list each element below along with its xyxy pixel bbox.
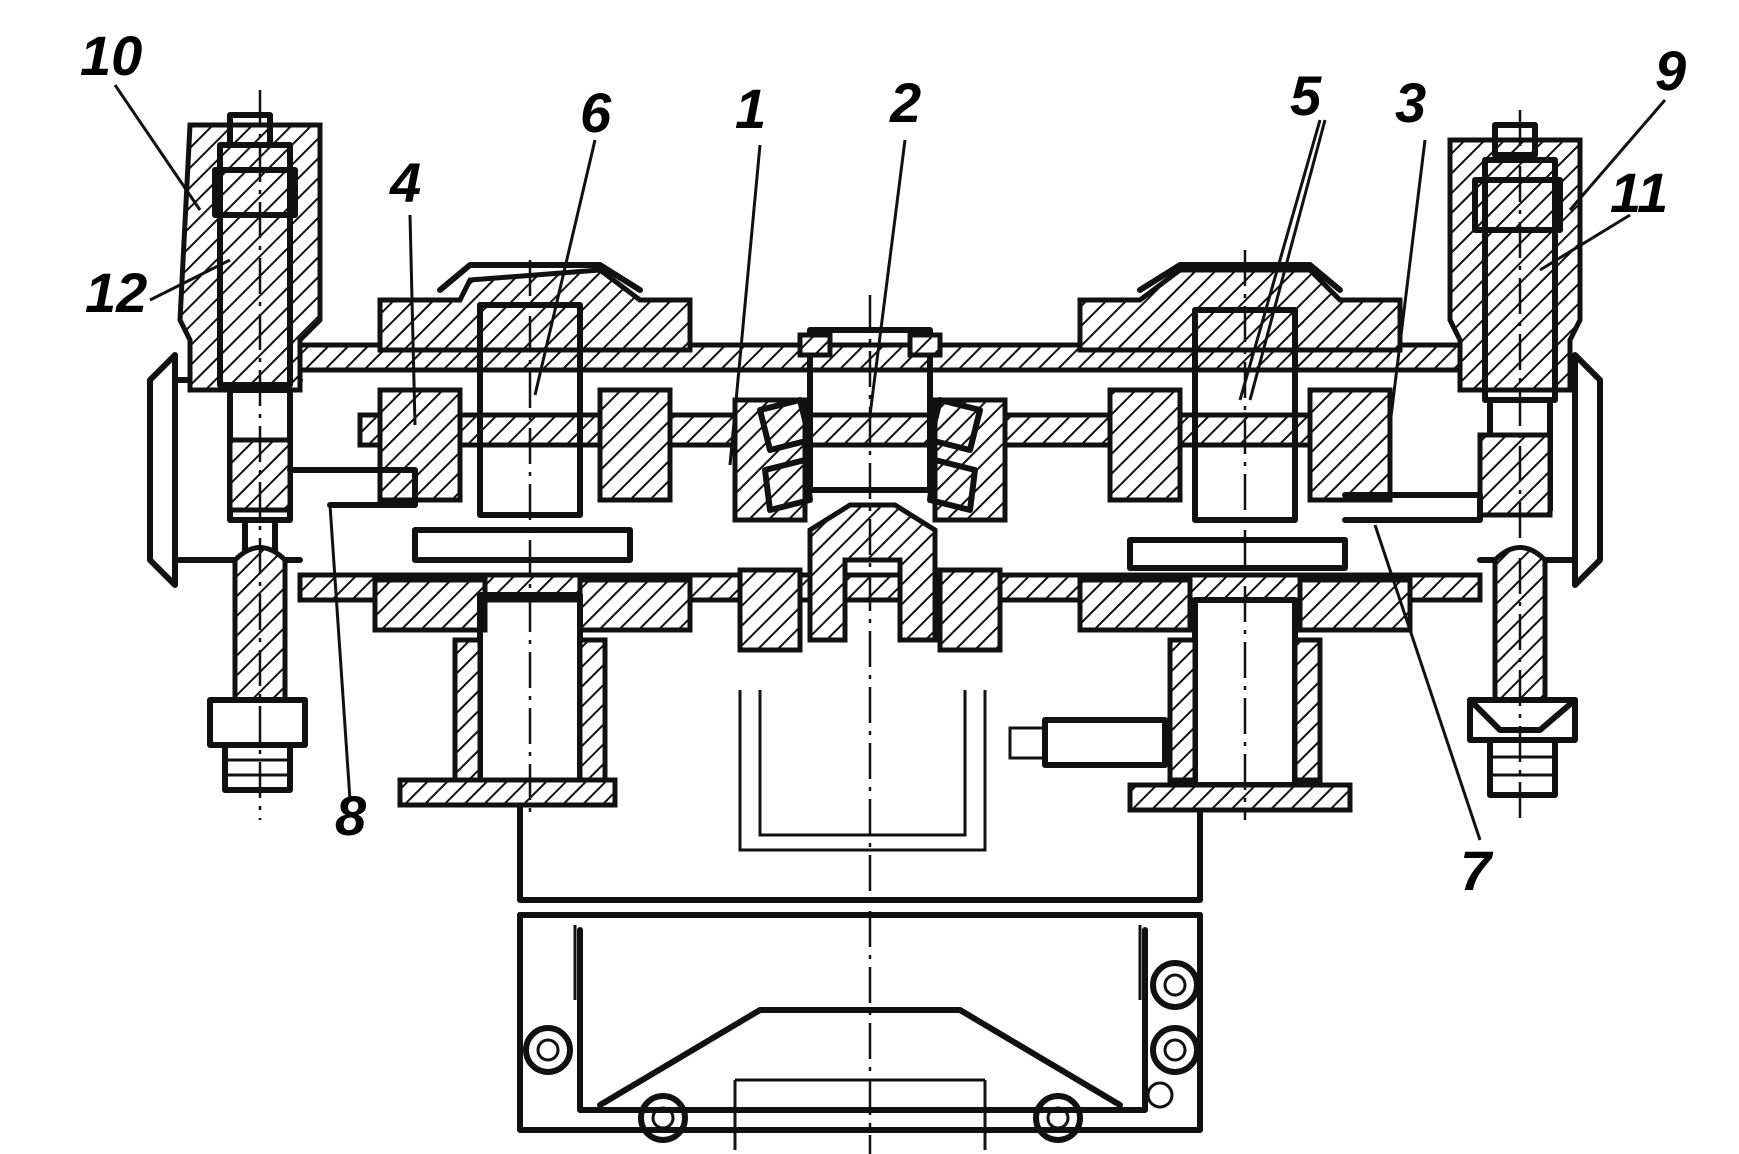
callout-labels: 10 12 4 6 1 2 5 3 9 11 8 7 xyxy=(80,24,1686,902)
left-spindle-unit xyxy=(177,112,323,793)
base-frame xyxy=(517,690,1203,1150)
center-bearing-assembly xyxy=(732,327,1008,653)
callout-4: 4 xyxy=(389,151,421,214)
right-spindle-unit xyxy=(1447,122,1583,798)
left-shaft-housing xyxy=(372,262,693,808)
callout-7: 7 xyxy=(1460,839,1494,902)
callout-1: 1 xyxy=(735,77,766,140)
callout-12: 12 xyxy=(85,261,147,324)
callout-5: 5 xyxy=(1290,64,1322,127)
connecting-rods xyxy=(287,467,1483,523)
leader-lines xyxy=(113,84,1667,841)
callout-3: 3 xyxy=(1395,71,1426,134)
callout-10: 10 xyxy=(80,24,142,87)
callout-8: 8 xyxy=(335,784,367,847)
callout-11: 11 xyxy=(1610,161,1668,224)
callout-6: 6 xyxy=(580,81,612,144)
callout-9: 9 xyxy=(1655,39,1686,102)
centerlines xyxy=(258,90,1522,1154)
callout-2: 2 xyxy=(889,71,921,134)
